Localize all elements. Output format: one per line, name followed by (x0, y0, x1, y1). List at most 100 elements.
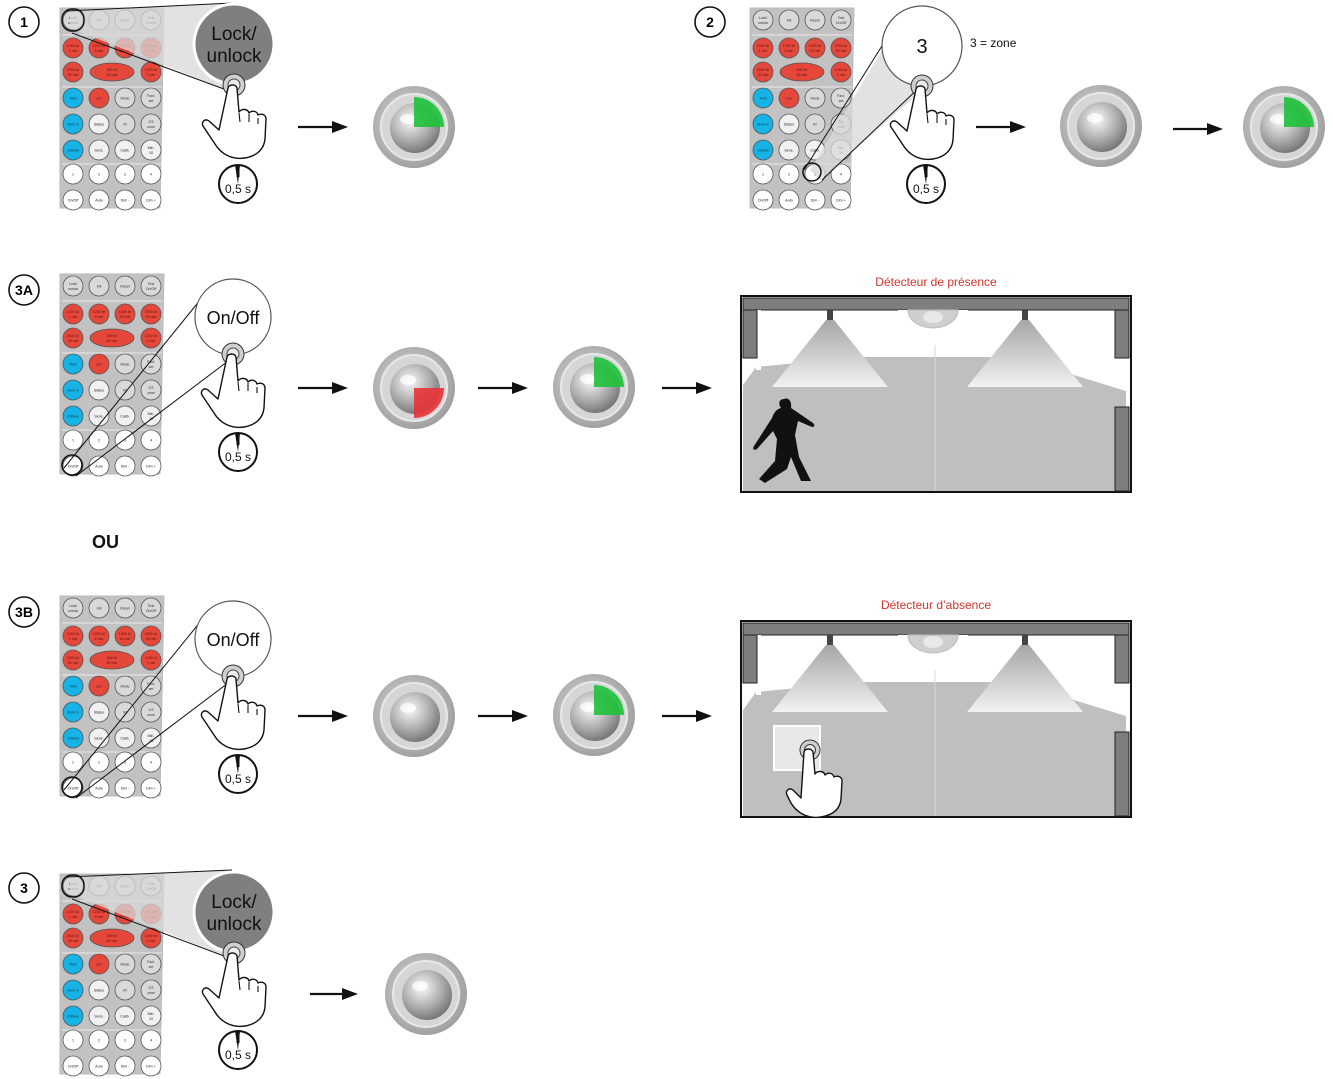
remote-button[interactable] (114, 189, 136, 211)
remote-button[interactable] (140, 649, 162, 671)
remote-button[interactable] (62, 1029, 84, 1051)
remote-button[interactable] (752, 37, 774, 59)
remote-button[interactable] (140, 1029, 162, 1051)
remote-button[interactable] (140, 303, 162, 325)
remote-button[interactable] (88, 113, 110, 135)
remote-button[interactable] (62, 701, 84, 723)
remote-button[interactable] (752, 87, 774, 109)
remote-button[interactable] (804, 189, 826, 211)
remote-button[interactable] (140, 379, 162, 401)
remote-button[interactable] (88, 87, 110, 109)
remote-button[interactable] (114, 953, 136, 975)
remote-button[interactable] (62, 625, 84, 647)
remote-button[interactable] (752, 61, 774, 83)
remote-button[interactable] (140, 727, 162, 749)
remote-button[interactable] (88, 275, 110, 297)
remote-button[interactable] (140, 675, 162, 697)
remote-button[interactable] (62, 275, 84, 297)
remote-button[interactable] (140, 701, 162, 723)
remote-button[interactable] (140, 927, 162, 949)
remote-button[interactable] (140, 405, 162, 427)
remote-button[interactable] (62, 87, 84, 109)
remote-button[interactable] (62, 903, 84, 925)
remote-button[interactable] (830, 61, 852, 83)
remote-button[interactable] (114, 979, 136, 1001)
remote-button[interactable] (752, 139, 774, 161)
remote-button[interactable] (114, 777, 136, 799)
remote-button[interactable] (62, 405, 84, 427)
remote-button[interactable] (140, 353, 162, 375)
remote-button[interactable] (140, 275, 162, 297)
remote-button[interactable] (140, 625, 162, 647)
remote-button[interactable] (830, 9, 852, 31)
remote-button[interactable] (88, 625, 110, 647)
remote-button[interactable] (114, 139, 136, 161)
remote-button[interactable] (778, 113, 800, 135)
remote-button[interactable] (62, 727, 84, 749)
remote-button[interactable] (89, 62, 135, 82)
remote-button[interactable] (62, 455, 84, 477)
remote-button[interactable] (62, 953, 84, 975)
remote-button[interactable] (88, 189, 110, 211)
remote-button[interactable] (140, 455, 162, 477)
remote-button[interactable] (114, 455, 136, 477)
remote-button[interactable] (62, 1055, 84, 1077)
remote-button[interactable] (62, 303, 84, 325)
remote-button[interactable] (88, 303, 110, 325)
remote-button[interactable] (114, 405, 136, 427)
remote-button[interactable] (830, 87, 852, 109)
remote-button[interactable] (830, 189, 852, 211)
remote-button[interactable] (62, 1005, 84, 1027)
remote-button[interactable] (804, 87, 826, 109)
remote-button[interactable] (114, 275, 136, 297)
remote-button[interactable] (114, 1055, 136, 1077)
remote-button[interactable] (830, 37, 852, 59)
remote-button[interactable] (804, 37, 826, 59)
remote-button[interactable] (140, 87, 162, 109)
remote-button[interactable] (752, 189, 774, 211)
remote-button[interactable] (114, 163, 136, 185)
remote-button[interactable] (140, 139, 162, 161)
remote-button[interactable] (114, 727, 136, 749)
remote-button[interactable] (62, 429, 84, 451)
remote-button[interactable] (89, 650, 135, 670)
remote-button[interactable] (88, 353, 110, 375)
remote-button[interactable] (804, 9, 826, 31)
remote-button[interactable] (114, 701, 136, 723)
remote-button[interactable] (62, 327, 84, 349)
remote-button[interactable] (88, 675, 110, 697)
remote-button[interactable] (62, 353, 84, 375)
remote-button[interactable] (62, 927, 84, 949)
remote-button[interactable] (114, 113, 136, 135)
remote-button[interactable] (778, 9, 800, 31)
remote-button[interactable] (752, 163, 774, 185)
remote-button[interactable] (804, 113, 826, 135)
remote-button[interactable] (140, 953, 162, 975)
remote-button[interactable] (114, 1005, 136, 1027)
remote-button[interactable] (62, 979, 84, 1001)
remote-button[interactable] (88, 379, 110, 401)
remote-button[interactable] (778, 139, 800, 161)
remote-button[interactable] (88, 429, 110, 451)
remote-button[interactable] (140, 777, 162, 799)
remote-button[interactable] (114, 379, 136, 401)
remote-button[interactable] (114, 675, 136, 697)
remote-button[interactable] (62, 61, 84, 83)
remote-button[interactable] (62, 37, 84, 59)
remote-button[interactable] (88, 1005, 110, 1027)
remote-button[interactable] (88, 751, 110, 773)
remote-button[interactable] (778, 87, 800, 109)
remote-button[interactable] (62, 139, 84, 161)
remote-button[interactable] (88, 979, 110, 1001)
remote-button[interactable] (88, 701, 110, 723)
remote-button[interactable] (62, 189, 84, 211)
remote-button[interactable] (89, 928, 135, 948)
remote-button[interactable] (114, 625, 136, 647)
remote-button[interactable] (114, 353, 136, 375)
remote-button[interactable] (88, 1029, 110, 1051)
remote-button[interactable] (62, 113, 84, 135)
remote-button[interactable] (778, 163, 800, 185)
remote-button[interactable] (140, 163, 162, 185)
remote-button[interactable] (140, 189, 162, 211)
remote-button[interactable] (778, 37, 800, 59)
